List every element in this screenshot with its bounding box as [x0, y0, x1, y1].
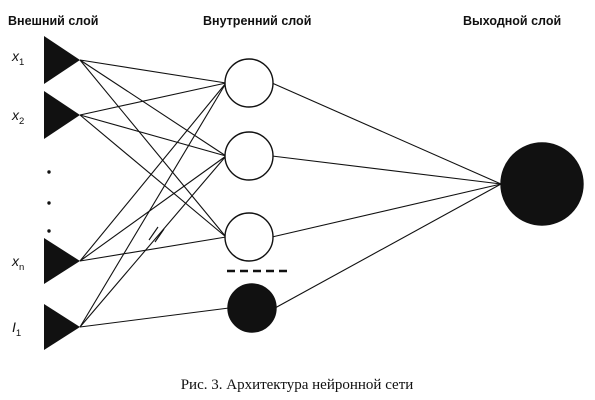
edge-h1-o1 [271, 82, 502, 185]
hidden-node-h2 [224, 131, 274, 181]
output-node-o1 [500, 142, 584, 226]
edge-h3-o1 [271, 183, 502, 238]
input-label-I1: I1 [12, 319, 21, 339]
input-node-I1 [44, 304, 80, 350]
output-layer-group [500, 142, 584, 226]
figure-caption: Рис. 3. Архитектура нейронной сети [181, 377, 414, 393]
edge-x2-h2 [79, 114, 227, 157]
edge-x2-h1 [79, 82, 227, 116]
edge-x1-h1 [79, 59, 227, 84]
edge-x2-h3 [79, 114, 227, 238]
input-node-xn [44, 238, 80, 284]
edge-I1-h2 [79, 155, 227, 328]
input-node-x1 [44, 36, 80, 84]
output-layer-header: Выходной слой [463, 14, 561, 28]
edge-x1-h2 [79, 59, 227, 157]
edge-xn-h1 [79, 82, 227, 262]
input-label-xn: xn [11, 253, 24, 273]
ellipsis-dots [47, 170, 51, 233]
edge-I1-h4 [79, 307, 230, 328]
edge-xn-h3 [79, 236, 227, 262]
hidden-layer-group [224, 58, 277, 333]
weight-tick-marks [148, 226, 165, 243]
edge-h4-o1 [274, 183, 502, 309]
hidden-node-h3 [224, 212, 274, 262]
edge-h2-o1 [271, 155, 502, 185]
connections-group [79, 59, 502, 328]
hidden-node-h1 [224, 58, 274, 108]
hidden-node-h4 [227, 283, 277, 333]
edge-xn-h2 [79, 155, 227, 262]
edge-I1-h1 [79, 82, 227, 328]
input-label-x1: x1 [11, 48, 24, 68]
hidden-layer-header: Внутренний слой [203, 14, 311, 28]
edge-x1-h3 [79, 59, 227, 238]
input-layer-header: Внешний слой [8, 14, 98, 28]
input-label-x2: x2 [11, 107, 24, 127]
input-node-x2 [44, 91, 80, 139]
